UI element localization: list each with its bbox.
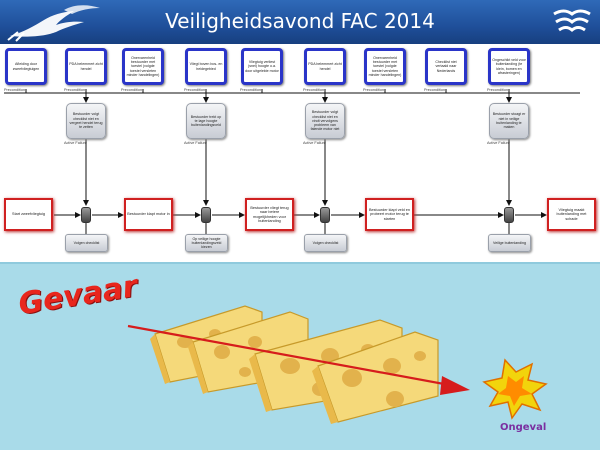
- swiss-cheese-illustration: Gevaar Ongeval: [0, 262, 600, 450]
- precondition-box: Afleiding door zweefvliegtuigen: [5, 48, 47, 85]
- arrow-head-icon: [440, 376, 470, 395]
- barrier-gate-icon: [320, 207, 330, 223]
- explosion-icon: [482, 358, 548, 420]
- precondition-box: PDA belemmert zicht hendel: [65, 48, 107, 85]
- precondition-label: Precondition: [4, 88, 26, 92]
- title-bar: Veiligheidsavond FAC 2014: [0, 0, 600, 44]
- pegasus-logo-icon: [7, 5, 100, 42]
- precondition-label: Precondition: [303, 88, 325, 92]
- barrier-box: Volgen checklist: [304, 234, 347, 252]
- cheese-slice-icon: [312, 331, 439, 424]
- event-box: Vliegtuig maakt buitenlanding met schade: [547, 198, 596, 231]
- swiss-cheese-flow-diagram: Afleiding door zweefvliegtuigen PDA bele…: [0, 44, 600, 262]
- precondition-label: Precondition: [240, 88, 262, 92]
- precondition-label: Precondition: [64, 88, 86, 92]
- precondition-label: Precondition: [363, 88, 385, 92]
- barrier-gate-icon: [81, 207, 91, 223]
- barrier-box: Veilige buitenlanding: [488, 234, 531, 252]
- active-failure-label: Active Failure: [487, 141, 511, 145]
- ongeval-label: Ongeval: [500, 422, 547, 433]
- active-failure-box: Bestuurder volgt checklist niet en vindt…: [305, 103, 345, 139]
- precondition-box: PDA belemmert zicht hendel: [304, 48, 346, 85]
- active-failure-box: Bestuurder trekt op te lage hoogte buite…: [186, 103, 226, 139]
- precondition-box: Onervarenheid bestuurder met toestel (vo…: [364, 48, 406, 85]
- barrier-gate-icon: [504, 207, 514, 223]
- precondition-label: Precondition: [424, 88, 446, 92]
- precondition-box: Onervarenheid bestuurder met toestel (vo…: [122, 48, 164, 85]
- barrier-box: Op veilige hoogte buitenlandingsveld kie…: [185, 234, 228, 252]
- event-box: Bestuurder klapt motor in: [124, 198, 173, 231]
- event-box: Bestuurder vliegt terug naar betere moge…: [245, 198, 294, 231]
- active-failure-label: Active Failure: [303, 141, 327, 145]
- precondition-box: Checklist niet vertaald naar Nederlands: [425, 48, 467, 85]
- active-failure-box: Bestuurder volgt checklist niet en verge…: [66, 103, 106, 139]
- precondition-box: Vliegt boven bos- en heidegebied: [185, 48, 227, 85]
- active-failure-label: Active Failure: [184, 141, 208, 145]
- precondition-box: Vliegtuig verliest (snel) hoogte o.a. do…: [241, 48, 283, 85]
- precondition-label: Precondition: [121, 88, 143, 92]
- barrier-gate-icon: [201, 207, 211, 223]
- hazard-arrow: [127, 324, 456, 388]
- precondition-label: Precondition: [487, 88, 509, 92]
- active-failure-box: Bestuurder stoagt er niet in veilige bui…: [489, 103, 529, 139]
- event-box: Bestuurder klapt veld en probeert motor …: [365, 198, 414, 231]
- page-title: Veiligheidsavond FAC 2014: [165, 9, 435, 33]
- wings-logo-icon: [553, 9, 591, 32]
- precondition-label: Precondition: [184, 88, 206, 92]
- active-failure-label: Active Failure: [64, 141, 88, 145]
- event-box: Start zweefvliegtuig: [4, 198, 53, 231]
- precondition-box: Ongeschikt veld voor buitenlanding (te k…: [488, 48, 530, 85]
- cheese-slices-graphic: [127, 305, 548, 424]
- connector-lines: [4, 89, 580, 234]
- barrier-box: Volgen checklist: [65, 234, 108, 252]
